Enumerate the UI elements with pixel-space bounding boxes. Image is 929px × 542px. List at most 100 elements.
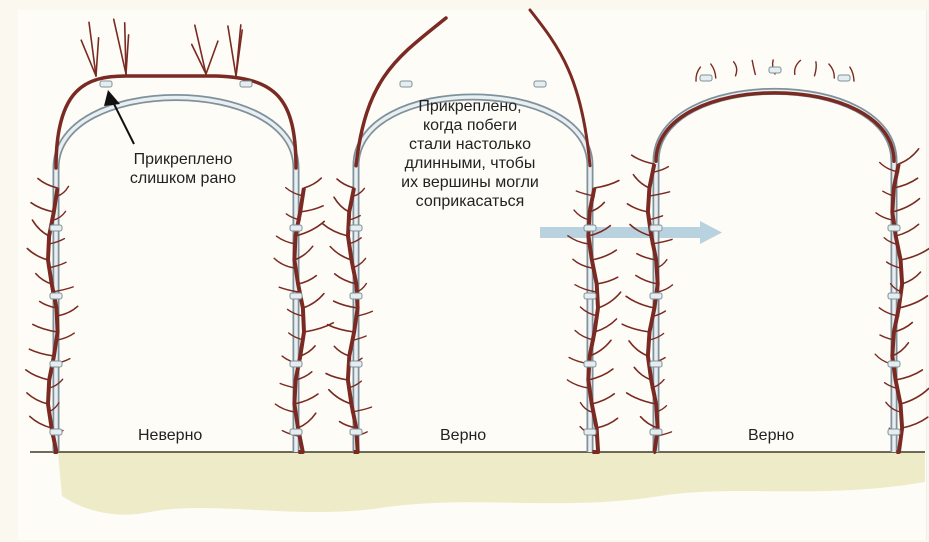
- tie-clip: [290, 429, 302, 435]
- top-twig: [195, 25, 206, 74]
- annotation-too-early: Прикреплено слишком рано: [108, 150, 258, 188]
- side-shoot: [304, 323, 333, 332]
- side-shoot: [298, 413, 316, 428]
- side-shoot: [598, 292, 621, 308]
- side-shoot: [303, 294, 324, 308]
- tie-clip: [290, 361, 302, 367]
- side-shoot: [323, 224, 349, 236]
- tie-clip: [838, 75, 850, 81]
- tie-clip: [350, 293, 362, 299]
- side-shoot: [567, 380, 588, 388]
- top-twig: [96, 38, 99, 76]
- side-shoot: [328, 325, 355, 332]
- side-shoot: [597, 418, 618, 428]
- side-shoot: [334, 346, 349, 356]
- side-shoot: [902, 272, 920, 284]
- tie-clip: [650, 225, 662, 231]
- side-shoot: [594, 181, 619, 189]
- side-shoot: [901, 248, 929, 260]
- side-shoot: [29, 349, 54, 356]
- annotation-when-touching: Прикреплено, когда побеги стали настольк…: [385, 97, 555, 211]
- tie-clip: [584, 429, 596, 435]
- tie-clip: [888, 293, 900, 299]
- tie-clip: [888, 361, 900, 367]
- side-shoot: [337, 179, 354, 188]
- tie-clip: [50, 429, 62, 435]
- top-shoot: [850, 67, 854, 81]
- side-shoot: [633, 175, 649, 188]
- tie-clip: [50, 225, 62, 231]
- side-shoot: [298, 276, 316, 284]
- arch-frame-outline: [656, 91, 894, 452]
- top-twig: [126, 35, 129, 74]
- verdict-arch-3: Верно: [748, 427, 794, 445]
- side-shoot: [358, 311, 373, 316]
- side-shoot: [26, 370, 49, 380]
- too-early-pointer: [104, 90, 134, 144]
- side-shoot: [901, 389, 929, 405]
- tie-clip: [350, 429, 362, 435]
- tie-clip: [700, 75, 712, 81]
- side-shoot: [32, 220, 49, 236]
- side-shoot: [27, 249, 48, 261]
- tie-clip: [888, 225, 900, 231]
- tie-clip: [400, 81, 412, 87]
- side-shoot: [622, 324, 649, 332]
- side-shoot: [658, 285, 673, 292]
- side-shoot: [58, 333, 75, 340]
- side-shoot: [592, 250, 616, 260]
- side-shoot: [304, 178, 321, 188]
- tie-clip: [50, 293, 62, 299]
- side-shoot: [899, 296, 928, 308]
- side-shoot: [27, 393, 48, 404]
- side-shoot: [896, 370, 923, 380]
- side-shoot: [592, 394, 615, 404]
- side-shoot: [627, 204, 648, 212]
- top-stem: [656, 93, 894, 161]
- side-shoot: [274, 258, 294, 268]
- verdict-arch-2: Верно: [440, 427, 486, 445]
- side-shoot: [597, 277, 618, 284]
- arch-3: [622, 60, 929, 452]
- tie-clip: [769, 67, 781, 73]
- side-shoot: [902, 417, 928, 428]
- side-shoot: [627, 393, 656, 404]
- tie-clip: [290, 225, 302, 231]
- ground: [58, 452, 925, 515]
- arch-1: [26, 19, 334, 452]
- tie-clip: [534, 81, 546, 87]
- side-shoot: [275, 404, 294, 412]
- verdict-arch-1: Неверно: [138, 427, 202, 445]
- side-shoot: [899, 149, 919, 164]
- top-shoot: [795, 60, 801, 74]
- arch-frame-tube: [656, 91, 894, 452]
- side-shoot: [57, 306, 78, 316]
- tie-clip: [584, 361, 596, 367]
- tie-clip: [100, 81, 112, 87]
- tie-clip: [240, 81, 252, 87]
- top-shoot: [752, 60, 755, 74]
- tie-clip: [584, 225, 596, 231]
- top-twig: [206, 41, 218, 74]
- side-shoot: [876, 213, 892, 220]
- side-shoot: [632, 155, 655, 164]
- tie-clip: [584, 293, 596, 299]
- tie-clip: [650, 293, 662, 299]
- tie-clip: [888, 429, 900, 435]
- tie-clip: [50, 361, 62, 367]
- side-shoot: [334, 197, 349, 212]
- top-shoot: [815, 62, 817, 76]
- side-shoot: [31, 203, 54, 212]
- top-shoot: [734, 62, 737, 76]
- top-shoot: [829, 64, 834, 78]
- tie-clip: [650, 361, 662, 367]
- top-twig: [192, 44, 206, 74]
- top-twig: [228, 26, 236, 76]
- tie-clip: [350, 225, 362, 231]
- tie-clip: [350, 361, 362, 367]
- tie-clip: [290, 293, 302, 299]
- side-shoot: [300, 206, 323, 212]
- side-shoot: [629, 341, 648, 356]
